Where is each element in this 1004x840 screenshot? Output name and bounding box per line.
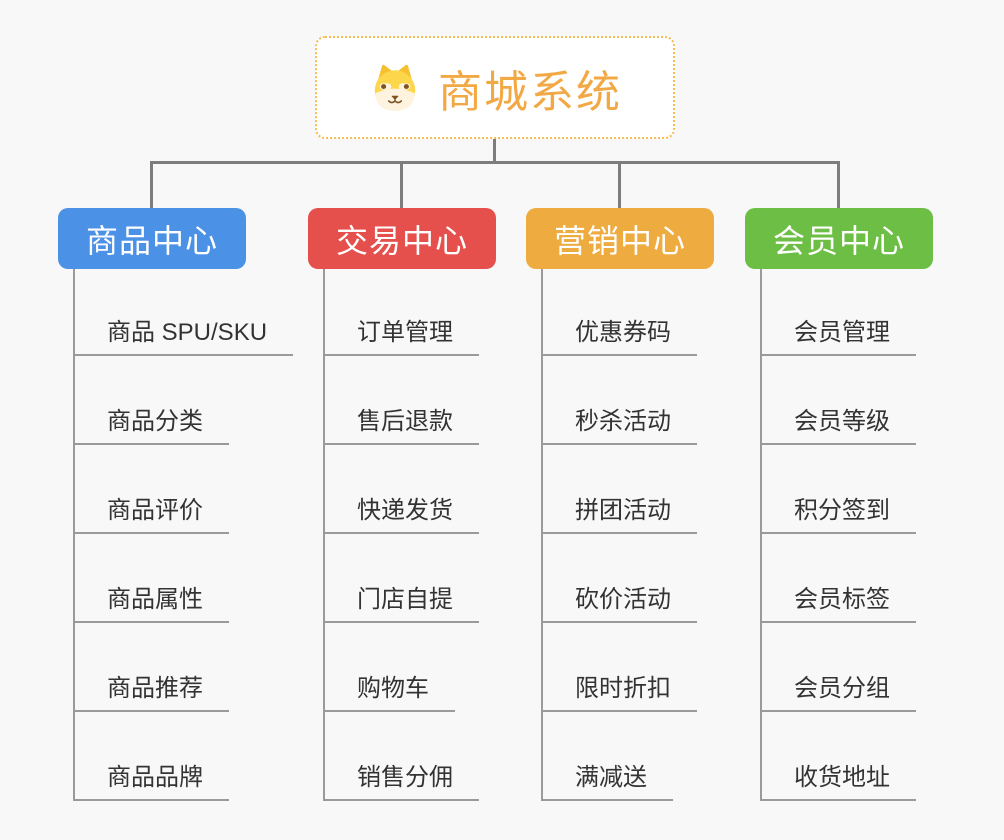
topic-item[interactable]: 会员分组 bbox=[762, 668, 916, 712]
topic-column-marketing: 优惠券码 秒杀活动 拼团活动 砍价活动 限时折扣 满减送 bbox=[541, 269, 783, 801]
topic-item[interactable]: 商品分类 bbox=[75, 401, 229, 445]
topic-item[interactable]: 会员标签 bbox=[762, 579, 916, 623]
topic-item[interactable]: 会员等级 bbox=[762, 401, 916, 445]
topic-item[interactable]: 满减送 bbox=[543, 757, 673, 801]
branch-node-marketing-center[interactable]: 营销中心 bbox=[526, 208, 714, 269]
topic-item[interactable]: 商品品牌 bbox=[75, 757, 229, 801]
connector-drop-trade bbox=[400, 161, 403, 208]
connector-drop-product bbox=[150, 161, 153, 208]
branch-label: 会员中心 bbox=[772, 222, 905, 259]
topic-item[interactable]: 限时折扣 bbox=[543, 668, 697, 712]
topic-item[interactable]: 销售分佣 bbox=[325, 757, 479, 801]
topic-item[interactable]: 会员管理 bbox=[762, 312, 916, 356]
topic-item[interactable]: 砍价活动 bbox=[543, 579, 697, 623]
topic-column-trade: 订单管理 售后退款 快递发货 门店自提 购物车 销售分佣 bbox=[323, 269, 565, 801]
topic-column-product: 商品 SPU/SKU 商品分类 商品评价 商品属性 商品推荐 商品品牌 bbox=[73, 269, 315, 801]
topic-item[interactable]: 购物车 bbox=[325, 668, 455, 712]
branch-label: 商品中心 bbox=[85, 222, 218, 259]
root-node[interactable]: 商城系统 bbox=[315, 36, 675, 139]
topic-item[interactable]: 商品推荐 bbox=[75, 668, 229, 712]
topic-item[interactable]: 商品属性 bbox=[75, 579, 229, 623]
connector-root-drop bbox=[493, 139, 496, 164]
topic-item[interactable]: 售后退款 bbox=[325, 401, 479, 445]
branch-node-product-center[interactable]: 商品中心 bbox=[58, 208, 246, 269]
topic-item[interactable]: 商品评价 bbox=[75, 490, 229, 534]
topic-item[interactable]: 收货地址 bbox=[762, 757, 916, 801]
connector-trunk bbox=[150, 161, 840, 164]
connector-drop-member bbox=[837, 161, 840, 208]
topic-column-member: 会员管理 会员等级 积分签到 会员标签 会员分组 收货地址 bbox=[760, 269, 1002, 801]
topic-item[interactable]: 快递发货 bbox=[325, 490, 479, 534]
branch-label: 交易中心 bbox=[335, 222, 468, 259]
topic-item[interactable]: 订单管理 bbox=[325, 312, 479, 356]
root-title: 商城系统 bbox=[438, 67, 622, 117]
topic-item[interactable]: 秒杀活动 bbox=[543, 401, 697, 445]
branch-label: 营销中心 bbox=[553, 222, 686, 259]
branch-node-member-center[interactable]: 会员中心 bbox=[745, 208, 933, 269]
connector-drop-marketing bbox=[618, 161, 621, 208]
topic-item[interactable]: 优惠券码 bbox=[543, 312, 697, 356]
topic-item[interactable]: 拼团活动 bbox=[543, 490, 697, 534]
dog-icon bbox=[368, 61, 422, 115]
topic-item[interactable]: 积分签到 bbox=[762, 490, 916, 534]
topic-item[interactable]: 商品 SPU/SKU bbox=[75, 312, 294, 356]
topic-item[interactable]: 门店自提 bbox=[325, 579, 479, 623]
branch-node-trade-center[interactable]: 交易中心 bbox=[308, 208, 496, 269]
